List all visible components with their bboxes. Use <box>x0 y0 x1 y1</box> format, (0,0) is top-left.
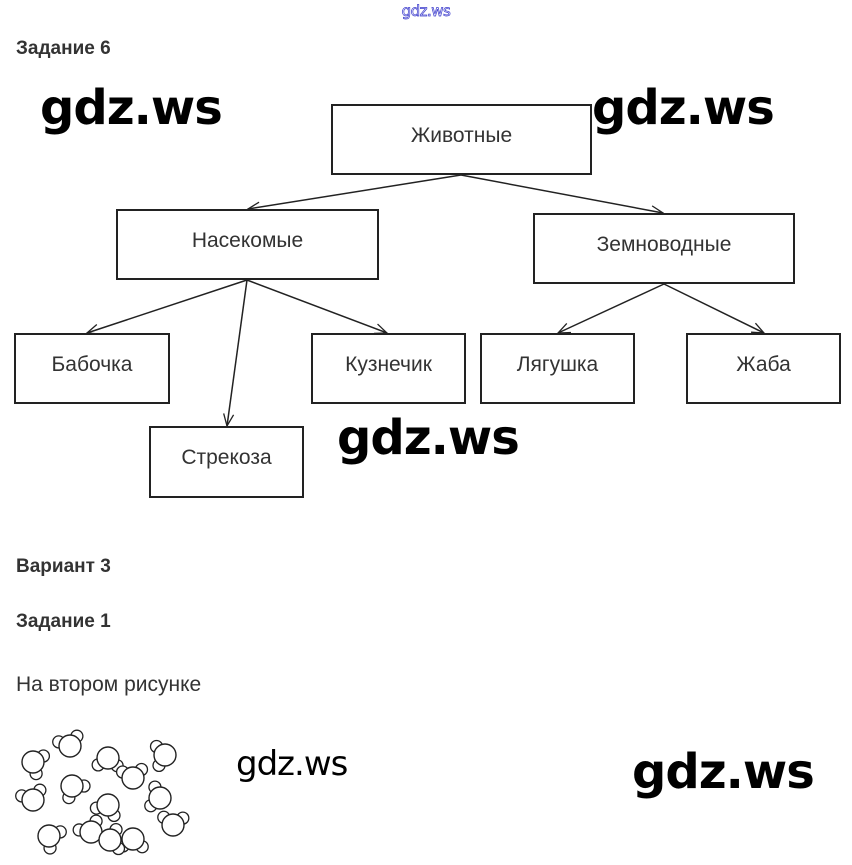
arrow-root-amphibians <box>460 174 663 213</box>
water-molecule <box>116 827 149 854</box>
task6-heading: Задание 6 <box>16 38 111 59</box>
arrow-insects-grasshopper <box>246 279 387 333</box>
task1-answer: На втором рисунке <box>16 673 202 696</box>
water-molecule <box>15 783 47 812</box>
diagram-node-amphibians: Земноводные <box>533 213 795 284</box>
water-molecule <box>72 814 103 844</box>
water-molecule <box>115 762 149 790</box>
water-molecules-figure <box>15 729 190 856</box>
water-molecule <box>98 822 126 856</box>
diagram-node-frog: Лягушка <box>480 333 635 404</box>
water-molecule <box>60 774 91 805</box>
water-molecule <box>149 739 177 773</box>
arrow-amphibians-toad <box>663 283 764 333</box>
water-molecule <box>21 749 51 781</box>
arrow-root-insects <box>248 174 462 209</box>
watermark: gdz.ws <box>592 80 775 136</box>
arrow-insects-butterfly <box>87 279 248 333</box>
diagram-node-animals: Животные <box>331 104 592 175</box>
task1-heading: Задание 1 <box>16 611 111 632</box>
arrow-insects-dragonfly <box>227 279 248 426</box>
water-molecule <box>144 780 172 813</box>
site-watermark-top: gdz.ws <box>401 2 451 21</box>
diagram-node-dragonfly: Стрекоза <box>149 426 304 498</box>
watermark: gdz.ws <box>40 80 223 136</box>
water-molecule <box>157 810 190 837</box>
arrow-amphibians-frog <box>558 283 665 333</box>
watermark: gdz.ws <box>337 410 520 466</box>
water-molecule <box>37 824 67 855</box>
water-molecule <box>52 729 84 758</box>
watermark: gdz.ws <box>236 744 348 784</box>
diagram-node-butterfly: Бабочка <box>14 333 170 404</box>
diagram-node-insects: Насекомые <box>116 209 379 280</box>
diagram-node-grasshopper: Кузнечик <box>311 333 466 404</box>
water-molecule <box>89 793 121 823</box>
watermark: gdz.ws <box>632 744 815 800</box>
variant-heading: Вариант 3 <box>16 556 111 577</box>
diagram-node-toad: Жаба <box>686 333 841 404</box>
